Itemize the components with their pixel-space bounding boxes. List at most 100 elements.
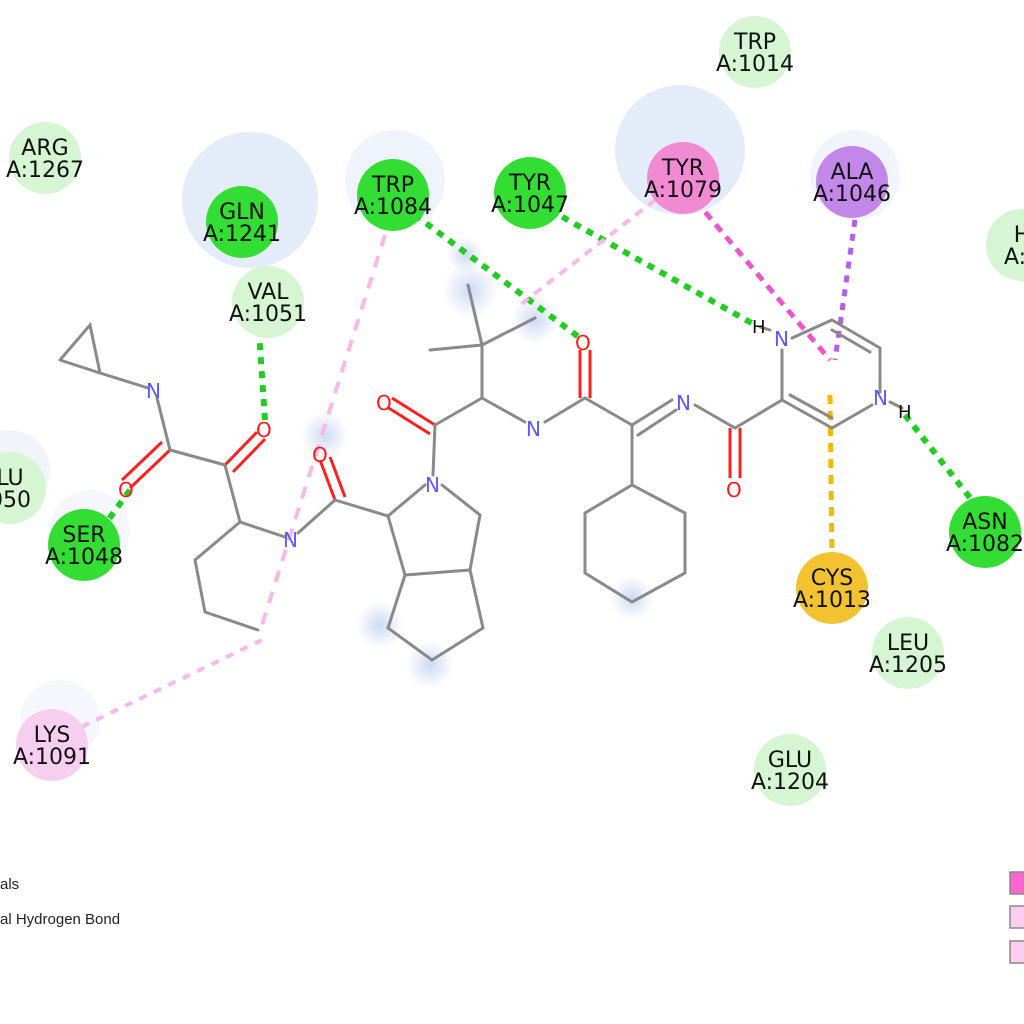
residue-name: CYS [811, 566, 853, 591]
residue-glu1050: LU050 [0, 452, 46, 524]
hbond-trp1084 [413, 212, 582, 341]
legend-swatch-3 [1009, 940, 1024, 964]
atom-o-ke: O [575, 331, 591, 355]
residue-id: A:1205 [869, 653, 947, 678]
residue-circle [206, 186, 278, 258]
pi-lys1091 [74, 638, 263, 732]
residue-id: A:1046 [813, 182, 891, 207]
atom-n-pyr-top: N [774, 327, 789, 351]
residue-circle [796, 552, 868, 624]
residue-circle [357, 159, 429, 231]
residue-circle [647, 142, 719, 214]
atom-n-pyrrol: N [425, 473, 440, 497]
residue-name: ALA [831, 160, 874, 185]
residue-name: SER [62, 523, 105, 548]
residue-id: A:1091 [13, 745, 91, 770]
residue-id: A:1051 [229, 302, 307, 327]
solvent-halos [0, 85, 900, 760]
atom-h-pyr-bot: H [898, 402, 912, 423]
hbond-tyr1047 [548, 207, 757, 328]
interaction-lines [74, 198, 981, 732]
residue-circle [816, 146, 888, 218]
pi-tyr1079-a [693, 198, 832, 362]
residue-id: A:1082 [946, 532, 1024, 557]
residue-name: GLN [219, 200, 265, 225]
residue-id: A:1048 [45, 545, 123, 570]
residue-name: H [1014, 223, 1024, 248]
residue-name: LYS [34, 723, 71, 748]
legend: als al Hydrogen Bond [0, 871, 1024, 964]
pi-ala1046 [832, 219, 858, 361]
residue-id: A:1047 [491, 193, 569, 218]
atom-n-imine: N [676, 391, 691, 415]
atom-n-amide1: N [146, 379, 161, 403]
residue-id: A:1241 [203, 222, 281, 247]
residue-circle [232, 266, 304, 338]
residue-name: LU [0, 466, 24, 491]
residue-circle [949, 496, 1021, 568]
legend-swatch-2 [1009, 905, 1024, 929]
residue-name: LEU [887, 631, 929, 656]
residue-id: A:1079 [644, 178, 722, 203]
residue-id: A:1267 [6, 158, 84, 183]
residue-id: A:1084 [354, 195, 432, 220]
atom-o-amide1: O [118, 478, 134, 502]
atom-n-pyr-bot: N [873, 386, 888, 410]
pi-trp1084-lys [260, 234, 387, 626]
legend-item-1: als [0, 876, 19, 893]
residue-name: VAL [248, 280, 290, 305]
atom-n-chain: N [283, 528, 298, 552]
legend-item-2: al Hydrogen Bond [0, 911, 120, 928]
residue-circle [16, 709, 88, 781]
atom-o-c: O [312, 443, 328, 467]
residue-name: ARG [21, 136, 68, 161]
atom-o-keto: O [256, 418, 272, 442]
atom-o-py: O [726, 478, 742, 502]
atom-o-ld: O [376, 391, 392, 415]
hbond-asn1082 [902, 413, 981, 510]
residue-id: A:1204 [751, 770, 829, 795]
residue-bubbles: TRPA:1014ARGA:1267GLNA:1241TRPA:1084TYRA… [0, 16, 1024, 806]
ligand-bonds [58, 283, 904, 662]
residue-name: ASN [962, 510, 1007, 535]
pi-tyr1079-b [518, 198, 657, 307]
residue-circle [754, 734, 826, 806]
residue-circle [494, 157, 566, 229]
residue-circle [872, 617, 944, 689]
residue-circle [48, 509, 120, 581]
residue-circle [0, 452, 46, 524]
atom-n-lb: N [526, 417, 541, 441]
residue-id: A:1 [1004, 245, 1024, 270]
residue-name: TRP [371, 173, 414, 198]
residue-name: TRP [733, 30, 776, 55]
atom-h-pyr-top: H [752, 317, 766, 338]
residue-id: 050 [0, 488, 31, 513]
residue-id: A:1014 [716, 52, 794, 77]
residue-circle [986, 209, 1024, 281]
residue-his_partial: HA:1 [986, 209, 1024, 281]
residue-name: TYR [508, 171, 551, 196]
residue-circle [719, 16, 791, 88]
residue-circle [9, 122, 81, 194]
pi-sulfur-cys1013 [827, 394, 835, 561]
residue-name: GLU [768, 748, 812, 773]
legend-swatch-1 [1009, 871, 1024, 895]
residue-name: TYR [661, 156, 704, 181]
residue-id: A:1013 [793, 588, 871, 613]
ligand-atoms: N O O N O N O N O N O N H N H [118, 317, 912, 552]
